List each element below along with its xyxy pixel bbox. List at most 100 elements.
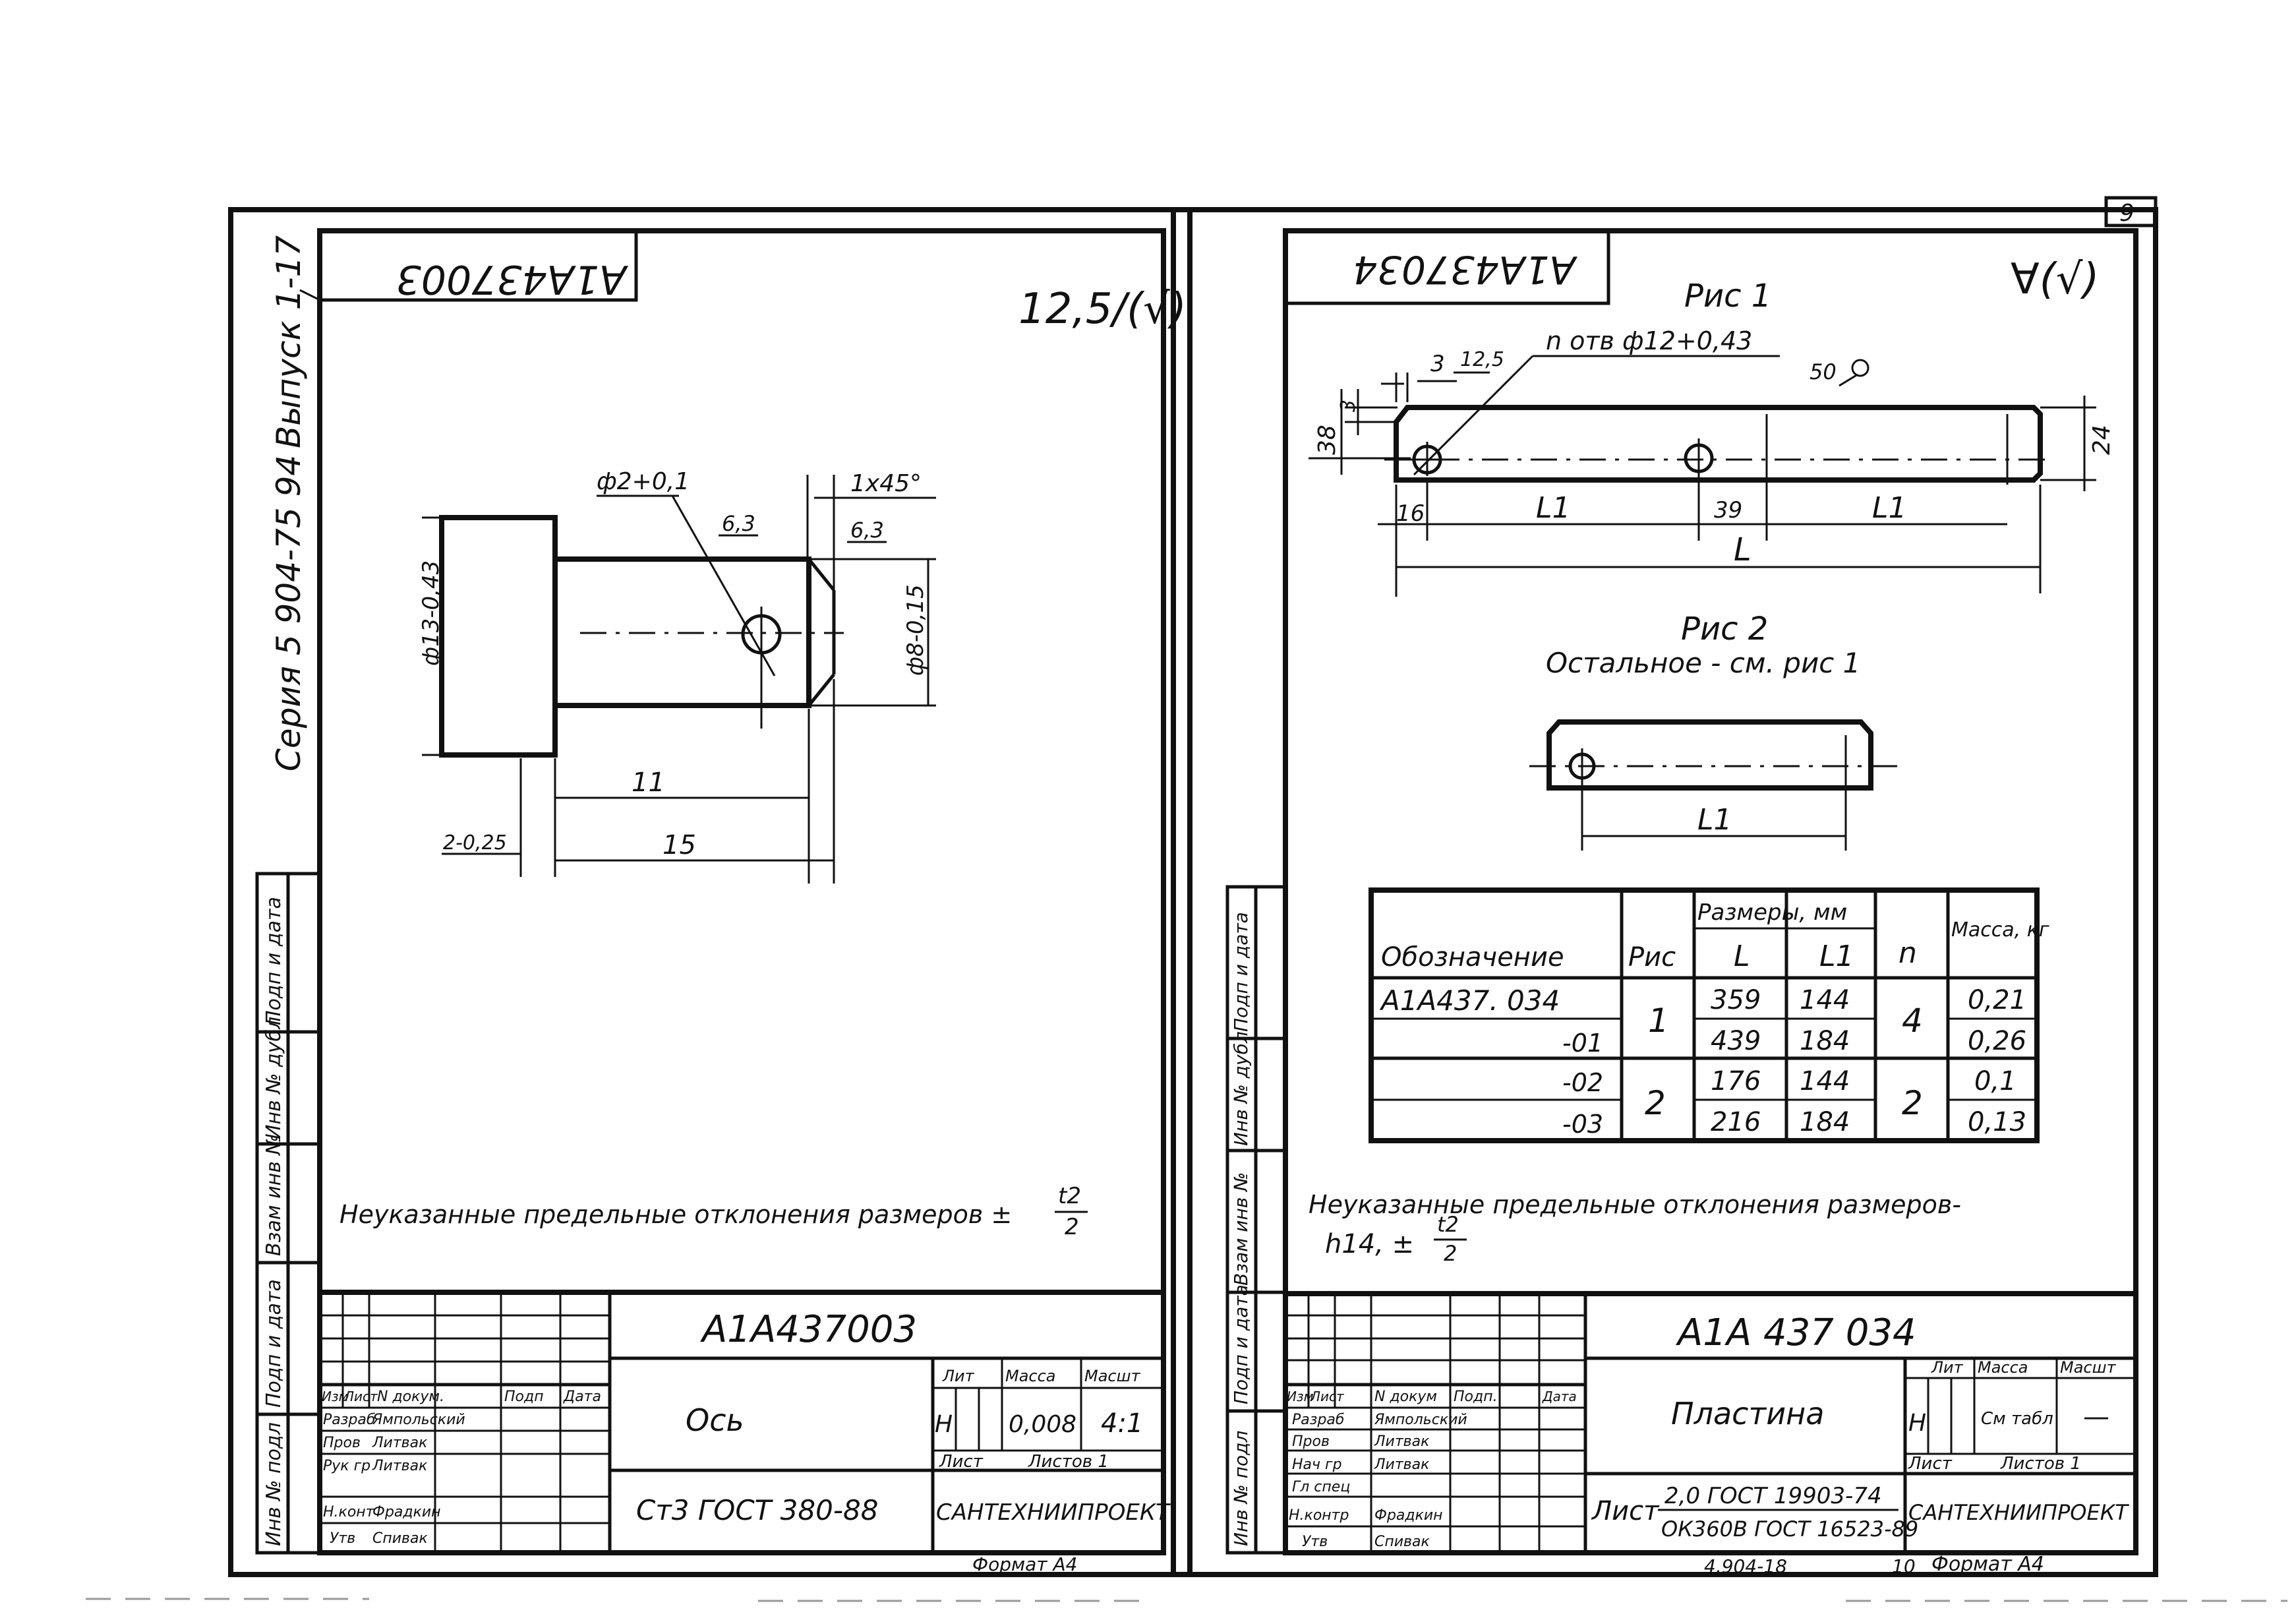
rough-a: 6,3 xyxy=(722,511,755,536)
row3-L: 216 xyxy=(1711,1107,1761,1137)
row0-L: 359 xyxy=(1711,985,1761,1015)
left-person-4: Спивак xyxy=(372,1530,428,1547)
row3-mass: 0,13 xyxy=(1968,1107,2026,1137)
left-note-frac-num: t2 xyxy=(1058,1183,1081,1209)
fig2-dim-L1: L1 xyxy=(1697,803,1732,837)
left-roughness-symbol: 12,5/(√) xyxy=(1018,285,1187,334)
row2-L: 176 xyxy=(1711,1066,1761,1096)
right-note-frac-num: t2 xyxy=(1437,1212,1459,1237)
dim-L: L xyxy=(1734,531,1751,568)
th-mass: Масса, кг xyxy=(1951,918,2049,942)
row1-L: 439 xyxy=(1711,1026,1761,1056)
left-person-1: Литвак xyxy=(372,1435,428,1451)
left-material: Ст3 ГОСТ 380-88 xyxy=(636,1494,878,1526)
margin-cell-3: Взам инв № xyxy=(262,1134,285,1256)
dim-len-15: 15 xyxy=(662,830,696,860)
row2-desig: -02 xyxy=(1562,1068,1603,1097)
left-col-doc: N докум. xyxy=(377,1389,444,1405)
right-material-prefix: Лист xyxy=(1591,1496,1660,1526)
left-mirrored-code: А1А437003 xyxy=(396,256,629,302)
left-role-1: Пров xyxy=(323,1435,361,1451)
left-role-0: Разраб xyxy=(323,1412,375,1428)
right-note-frac-den: 2 xyxy=(1444,1241,1457,1266)
margin-cell-5: Инв № подл xyxy=(262,1422,285,1546)
right-sheet: Подп и дата Инв № дубл Взам инв № Подп и… xyxy=(1225,228,2138,1577)
row0-desig: А1А437. 034 xyxy=(1379,984,1560,1017)
right-margin-cell-1: Подп и дата xyxy=(1230,912,1252,1032)
left-sheets-label: Листов 1 xyxy=(1028,1452,1109,1472)
dim-len-2: 2-0,25 xyxy=(443,831,507,855)
right-col-list: Лист xyxy=(1310,1389,1345,1404)
margin-cell-1: Подп и дата xyxy=(262,897,285,1025)
dim-r50: 50 xyxy=(1810,359,1837,384)
dim-len-11: 11 xyxy=(632,767,665,798)
right-mass-label: Масса xyxy=(1978,1358,2028,1377)
left-note: Неуказанные предельные отклонения размер… xyxy=(339,1200,1012,1229)
dim-L1b: L1 xyxy=(1872,491,1907,525)
axle-drawing: ф13-0,43 ф8-0,15 11 15 2-0,25 ф2+0,1 1х4… xyxy=(418,468,936,884)
dim-39: 39 xyxy=(1714,497,1742,524)
left-designation: А1А437003 xyxy=(700,1308,917,1351)
right-bottom-code: 4.904-18 xyxy=(1704,1555,1787,1577)
sheet-number: 9 xyxy=(2119,200,2134,227)
left-note-frac-den: 2 xyxy=(1065,1214,1079,1240)
right-role-3: Гл спец xyxy=(1292,1479,1350,1495)
dim-38: 38 xyxy=(1314,425,1341,455)
right-person-0: Ямпольский xyxy=(1374,1412,1467,1428)
left-role-4: Утв xyxy=(330,1530,355,1547)
left-col-date: Дата xyxy=(563,1389,601,1405)
fig1-title: Рис 1 xyxy=(1684,278,1771,315)
right-mass: См табл xyxy=(1981,1409,2053,1429)
right-sheet-label: Лист xyxy=(1908,1454,1953,1474)
dim-24: 24 xyxy=(2088,425,2115,455)
left-margin-strip: Подп и дата Инв № дубл Взам инв № Подп и… xyxy=(255,872,322,1555)
row3-L1: 184 xyxy=(1800,1107,1850,1137)
row0-mass: 0,21 xyxy=(1968,985,2026,1015)
left-scale-label: Масшт xyxy=(1084,1367,1141,1385)
left-title-block: Изм Лист N докум. Подп Дата Разраб Ямпол… xyxy=(317,1290,1171,1555)
left-lit: Н xyxy=(935,1411,953,1438)
plate-fig2: L1 xyxy=(1529,719,1899,851)
right-role-0: Разраб xyxy=(1292,1412,1344,1428)
margin-cell-4: Подп и дата xyxy=(262,1279,285,1408)
right-person-4: Фрадкин xyxy=(1374,1507,1443,1524)
right-lit-label: Лит xyxy=(1931,1358,1964,1377)
right-role-2: Нач гр xyxy=(1292,1456,1342,1473)
right-roughness-symbol: ∀(√) xyxy=(2011,255,2100,304)
issue-label: Выпуск 1-17 xyxy=(270,235,308,448)
right-margin-cell-2: Инв № дубл xyxy=(1230,1031,1252,1146)
left-col-izm: Изм xyxy=(322,1389,349,1404)
right-designation: А1А 437 034 xyxy=(1676,1311,1916,1354)
left-org: САНТЕХНИИПРОЕКТ xyxy=(936,1499,1171,1526)
right-sheets-label: Листов 1 xyxy=(2000,1454,2081,1474)
right-role-4: Н.контр xyxy=(1289,1507,1349,1524)
side-stamp: Серия 5 904-75 94 Выпуск 1-17 xyxy=(270,235,308,771)
left-code-box: А1А437003 xyxy=(299,229,638,302)
dim-3: 3 xyxy=(1430,351,1445,377)
row1-desig: -01 xyxy=(1562,1029,1603,1058)
right-mirrored-code: А1А437034 xyxy=(1353,247,1578,292)
dim-L1a: L1 xyxy=(1536,491,1571,525)
left-person-0: Ямпольский xyxy=(372,1412,465,1428)
dim-holes: n отв ф12+0,43 xyxy=(1546,326,1752,355)
th-designation: Обозначение xyxy=(1381,942,1564,973)
left-person-2: Литвак xyxy=(372,1458,428,1474)
left-mass-label: Масса xyxy=(1005,1367,1056,1385)
row2-mass: 0,1 xyxy=(1974,1066,2016,1096)
th-fig: Рис xyxy=(1628,942,1676,973)
fig-group-2: 2 xyxy=(1645,1084,1666,1122)
right-note-line2: h14, ± xyxy=(1325,1229,1414,1259)
dim-3v: 3 xyxy=(1337,400,1360,412)
sheet-number-box: 9 xyxy=(2104,196,2158,227)
row1-L1: 184 xyxy=(1800,1026,1850,1056)
right-material-den: ОК360В ГОСТ 16523-89 xyxy=(1661,1516,1918,1542)
right-scale: — xyxy=(2083,1402,2109,1432)
right-person-2: Литвак xyxy=(1374,1456,1430,1473)
right-margin-cell-5: Инв № подл xyxy=(1230,1431,1252,1546)
right-margin-cell-4: Подп и дата xyxy=(1230,1284,1252,1404)
variants-table: Обозначение Рис Размеры, мм L L1 n Масса… xyxy=(1369,887,2049,1143)
right-lit: Н xyxy=(1908,1410,1926,1437)
outer-frame xyxy=(86,207,2287,1602)
row1-mass: 0,26 xyxy=(1968,1026,2026,1056)
